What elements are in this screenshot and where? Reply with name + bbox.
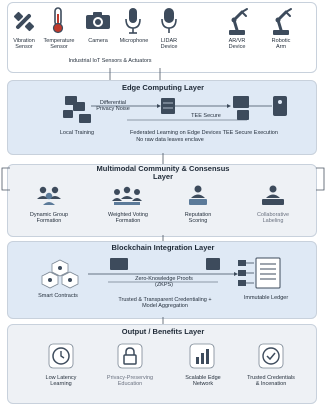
community-label-collaborative: Collaborative Labeling — [256, 212, 290, 225]
microphone-icon — [125, 8, 141, 34]
output-label-low-latency: Low Latency Learning — [45, 375, 77, 388]
check-badge-icon — [258, 343, 284, 369]
zkp-flow-diagram — [88, 258, 238, 283]
edge-computing-layer — [7, 80, 317, 155]
smart-contract-icon — [41, 259, 79, 289]
robot-arm-icon — [229, 8, 248, 35]
collaborative-icon — [262, 185, 284, 205]
sensor-label-microphone: Microphone — [119, 38, 149, 44]
secure-enclave-icon — [233, 96, 249, 120]
community-label-voting: Weighted Voting Formation — [108, 212, 148, 225]
community-layer-title: Multimodal Community & Consensus Layer — [96, 164, 230, 182]
output-label-trusted: Trusted Credentials & Incenation — [247, 375, 295, 388]
sensors-layer — [7, 2, 317, 73]
connector-arrow — [162, 317, 164, 325]
server-icon — [161, 98, 175, 114]
lidar-icon — [161, 8, 177, 33]
connector-arrow — [109, 68, 161, 80]
sensors-caption: Industrial IoT Sensors & Actuators — [68, 58, 152, 64]
thermometer-icon — [52, 7, 64, 34]
lock-icon — [117, 343, 143, 369]
reputation-icon — [189, 185, 207, 205]
camera-icon — [86, 12, 110, 29]
edge-device-icon — [63, 96, 91, 123]
output-layer-title: Output / Benefits Layer — [121, 327, 205, 336]
sensor-label-camera: Camera — [88, 38, 108, 44]
bar-chart-icon — [189, 343, 215, 369]
zkp-label: Zero-Knowledge Proofs (ZKPS) — [135, 276, 193, 289]
immutable-ledger-label: Immutable Ledger — [243, 295, 289, 301]
robot-arm-icon — [273, 8, 292, 35]
group-icon — [37, 186, 61, 205]
blockchain-layer-title: Blockchain Integration Layer — [111, 243, 215, 252]
local-training-label: Local Training — [59, 130, 95, 136]
sensor-label-lidar: LIDAR Device — [160, 38, 178, 51]
federated-learning-label: Federated Learning on Edge Devices TEE S… — [130, 130, 278, 136]
differential-privacy-label: Differential Privacy Noise — [96, 100, 130, 113]
clock-icon — [48, 343, 74, 369]
output-label-scalable: Scalable Edge Network — [185, 375, 221, 388]
vibration-sensor-icon — [13, 11, 35, 32]
sensor-label-temperature: Temperature Sensor — [43, 38, 75, 51]
output-label-privacy: Privacy-Preserving Education — [106, 375, 154, 388]
edge-network-diagram — [63, 96, 287, 123]
sensor-label-robotic-arm: Robotic Arm — [271, 38, 291, 51]
connector-arrow — [162, 153, 164, 165]
smart-contracts-label: Smart Contracts — [38, 293, 78, 299]
trusted-credentialing-label: Trusted & Transparent Credentialing + Mo… — [118, 297, 212, 310]
voting-icon — [112, 186, 142, 205]
community-label-group: Dynamic Group Formation — [29, 212, 69, 225]
ledger-icon — [238, 257, 281, 289]
edge-layer-title: Edge Computing Layer — [121, 83, 205, 92]
community-label-reputation: Reputation Scoring — [184, 212, 212, 225]
no-raw-data-label: No raw data leaves enclave — [136, 137, 204, 143]
side-connector — [1, 167, 325, 191]
sensor-label-arvr: AR/VR Device — [228, 38, 246, 51]
tee-secure-label: TEE Secure — [191, 113, 221, 119]
cloud-node-icon — [273, 96, 287, 116]
sensor-label-vibration: Vibration Sensor — [13, 38, 35, 51]
